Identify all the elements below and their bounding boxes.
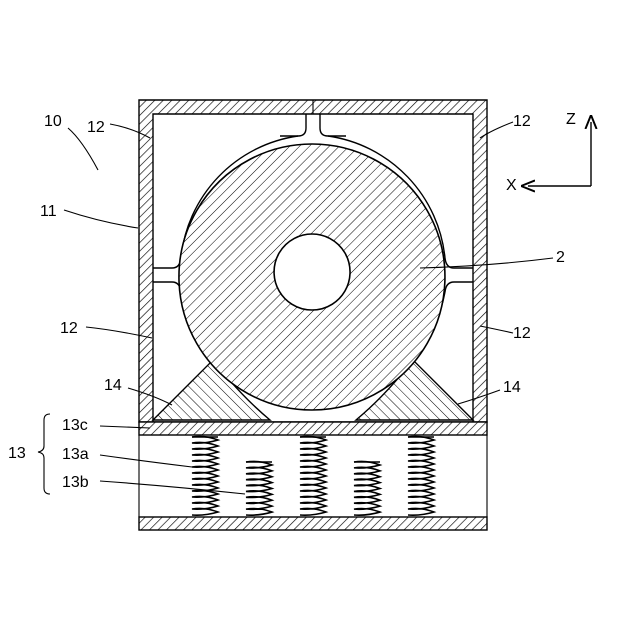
spring-b-4 <box>354 461 380 515</box>
label-spring-a: 13a <box>62 446 89 463</box>
label-chamber-bottom-left: 12 <box>60 320 78 337</box>
label-core: 2 <box>556 249 565 266</box>
axis-indicator <box>528 122 591 186</box>
springs-group <box>192 436 434 515</box>
label-support-right: 14 <box>503 379 521 396</box>
label-support-left: 14 <box>104 377 122 394</box>
core-body <box>179 144 445 410</box>
spring-a-5 <box>408 436 434 515</box>
label-frame: 11 <box>40 203 57 220</box>
label-device: 10 <box>44 113 62 130</box>
spring-a-3 <box>300 436 326 515</box>
label-spring-b: 13b <box>62 474 89 491</box>
spring-b-2 <box>246 461 272 515</box>
plate-13c <box>139 422 487 435</box>
axis-label-x: X <box>506 177 517 194</box>
spring-a-1 <box>192 436 218 515</box>
label-plate: 13c <box>62 417 88 434</box>
base-plate <box>139 517 487 530</box>
label-assembly: 13 <box>8 445 26 462</box>
label-chamber-bottom-right: 12 <box>513 325 531 342</box>
label-chamber-top-right: 12 <box>513 113 531 130</box>
label-chamber-top-left: 12 <box>87 119 105 136</box>
axis-label-z: Z <box>566 111 576 128</box>
